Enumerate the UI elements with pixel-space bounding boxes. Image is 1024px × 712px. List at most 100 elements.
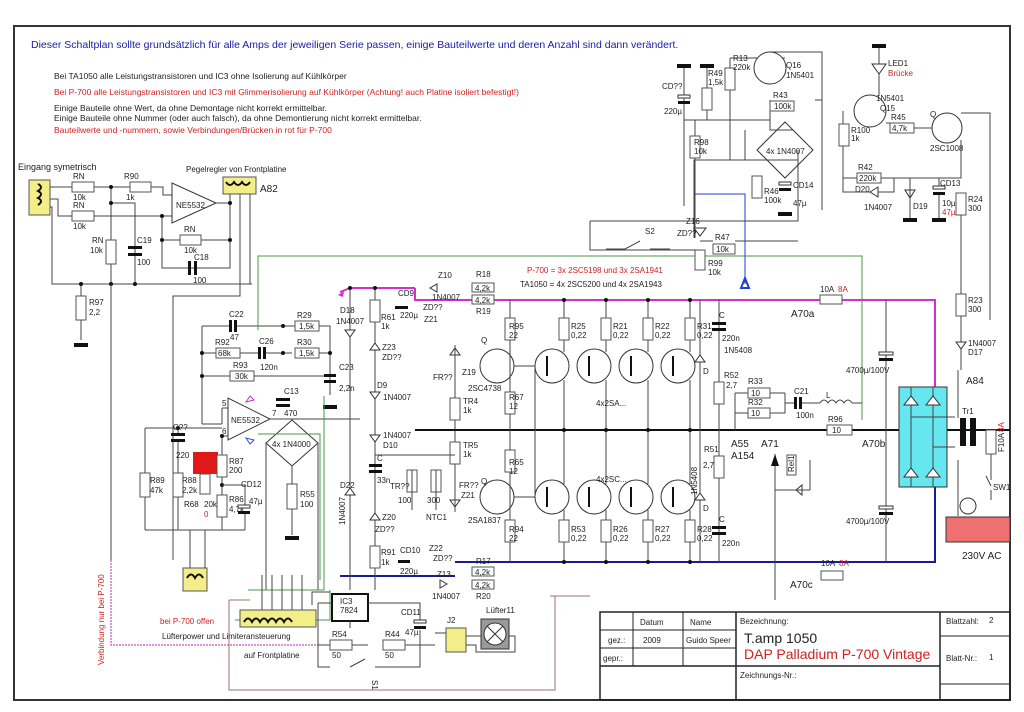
c-lower-value: 220n xyxy=(722,539,740,548)
fuse-c-p700-label: 8A xyxy=(839,559,849,568)
emitter-resistor-lower xyxy=(642,519,654,543)
d22-diode xyxy=(344,487,356,496)
j2-connector[interactable] xyxy=(445,627,467,653)
note-4: Einige Bauteile ohne Nummer (oder auch f… xyxy=(54,113,422,123)
d10-value: 1N4007 xyxy=(383,431,412,440)
cd13-value: 10µ xyxy=(942,199,956,208)
a70b-label: A70b xyxy=(862,439,886,450)
r19-label: R19 xyxy=(476,307,491,316)
cqq-value: 220 xyxy=(176,451,190,460)
r32-value: 10 xyxy=(751,409,760,418)
r55-label: R55 xyxy=(300,490,315,499)
emitter-resistor-lower-label: R53 xyxy=(571,525,586,534)
cd11-capacitor xyxy=(413,619,427,624)
p700-transistors-note: P-700 = 3x 2SC5198 und 3x 2SA1941 xyxy=(527,266,663,275)
r68-resistor xyxy=(199,473,211,495)
r86-resistor xyxy=(216,494,228,518)
r49-label: R49 xyxy=(708,69,723,78)
r17-value: 4,2k xyxy=(475,568,491,577)
d22-label: D22 xyxy=(340,481,355,490)
z20-value: ZD?? xyxy=(375,525,395,534)
tb-col-name: Name xyxy=(690,618,712,627)
inductor-label: L xyxy=(826,391,831,400)
c13-label: C13 xyxy=(284,387,299,396)
tb-gez-name: Guido Speer xyxy=(686,636,731,645)
cd12-label: CD12 xyxy=(241,480,262,489)
output-transistor-upper xyxy=(576,348,612,384)
r89-resistor xyxy=(139,472,151,498)
r13-label: R13 xyxy=(733,54,748,63)
r23-resistor xyxy=(955,293,967,317)
drawing-frame xyxy=(13,25,1011,701)
emitter-resistor-lower-label: R28 xyxy=(697,525,712,534)
tr5-label: TR5 xyxy=(463,441,479,450)
cd10-capacitor xyxy=(398,560,410,563)
d-lower-value: 1N5408 xyxy=(690,466,699,495)
tb-row-gez: gez.: xyxy=(608,636,625,645)
tr1-label: Tr1 xyxy=(962,407,974,416)
r91-label: R91 xyxy=(381,548,396,557)
r18-label: R18 xyxy=(476,270,491,279)
r33-value: 10 xyxy=(751,389,760,398)
cqq-capacitor xyxy=(171,433,185,436)
sw1-label[interactable]: SW1 xyxy=(993,483,1011,492)
a84-label: A84 xyxy=(966,376,984,387)
q-2sc1008-label: Q xyxy=(930,110,936,119)
q-2sc1008-value: 2SC1008 xyxy=(930,144,964,153)
r88-resistor xyxy=(172,472,184,498)
c-220n-upper xyxy=(712,322,726,325)
tr5-value: 1k xyxy=(463,450,472,459)
r87-label: R87 xyxy=(229,457,244,466)
cd10-label: CD10 xyxy=(400,546,421,555)
c21-label: C21 xyxy=(794,387,809,396)
big-cap-lower xyxy=(878,505,894,510)
tr5-trimmer[interactable] xyxy=(449,441,461,465)
r68-value-p700: 0 xyxy=(204,510,209,519)
d18-diode xyxy=(344,329,356,338)
q15-transistor xyxy=(853,94,887,128)
c21-value: 100n xyxy=(796,411,814,420)
mains-connector[interactable] xyxy=(945,516,1011,543)
q-driver-npn xyxy=(479,348,515,384)
rn3-label: RN xyxy=(92,236,104,245)
p700-open-label: bei P-700 offen xyxy=(160,617,214,626)
c23-label: C23 xyxy=(339,363,354,372)
z13-value: 1N4007 xyxy=(432,592,461,601)
cd14-label: CD14 xyxy=(793,181,814,190)
tb-row-gepr: gepr.: xyxy=(603,654,623,663)
r97-label: R97 xyxy=(89,298,104,307)
r24-value: 300 xyxy=(968,204,982,213)
r20-resistor xyxy=(471,579,495,590)
ic2-label: NE5532 xyxy=(231,416,260,425)
s1-label: S1 xyxy=(370,680,379,690)
fan-limiter-label: Lüfterpower und Limiteransteuerung xyxy=(162,632,291,641)
c18-label: C18 xyxy=(194,253,209,262)
rn1-label: RN xyxy=(73,172,85,181)
z16-label: Z16 xyxy=(686,217,700,226)
q16-transistor xyxy=(753,51,787,85)
r96-value: 10 xyxy=(832,426,841,435)
tr4-trimmer[interactable] xyxy=(449,397,461,421)
rn2-label: RN xyxy=(73,201,85,210)
q-driver-pnp-value: 2SA1837 xyxy=(468,516,501,525)
cd9-value: 220µ xyxy=(400,311,418,320)
d9-value: 1N4007 xyxy=(383,393,412,402)
c33-capacitor xyxy=(369,464,382,467)
rn3-value: 10k xyxy=(90,246,104,255)
d-upper-label: D xyxy=(703,367,709,376)
r29-value: 1,5k xyxy=(299,322,315,331)
emitter-resistor-upper-value: 0,22 xyxy=(571,331,587,340)
c23-value: 2,2n xyxy=(339,384,355,393)
r68-trimmer-red[interactable] xyxy=(193,452,218,474)
r97-resistor xyxy=(75,295,87,321)
r47-resistor xyxy=(712,243,736,255)
rn1-value: 10k xyxy=(73,193,87,202)
r43-label: R43 xyxy=(773,91,788,100)
level-control-label: Pegelregler von Frontplatine xyxy=(186,165,287,174)
d10-label: D10 xyxy=(383,441,398,450)
c19-value: 100 xyxy=(137,258,151,267)
r95-label: R95 xyxy=(509,322,524,331)
mains-label: 230V AC xyxy=(962,551,1001,562)
z21a-value: ZD?? xyxy=(423,303,443,312)
r13-value: 220k xyxy=(733,63,751,72)
